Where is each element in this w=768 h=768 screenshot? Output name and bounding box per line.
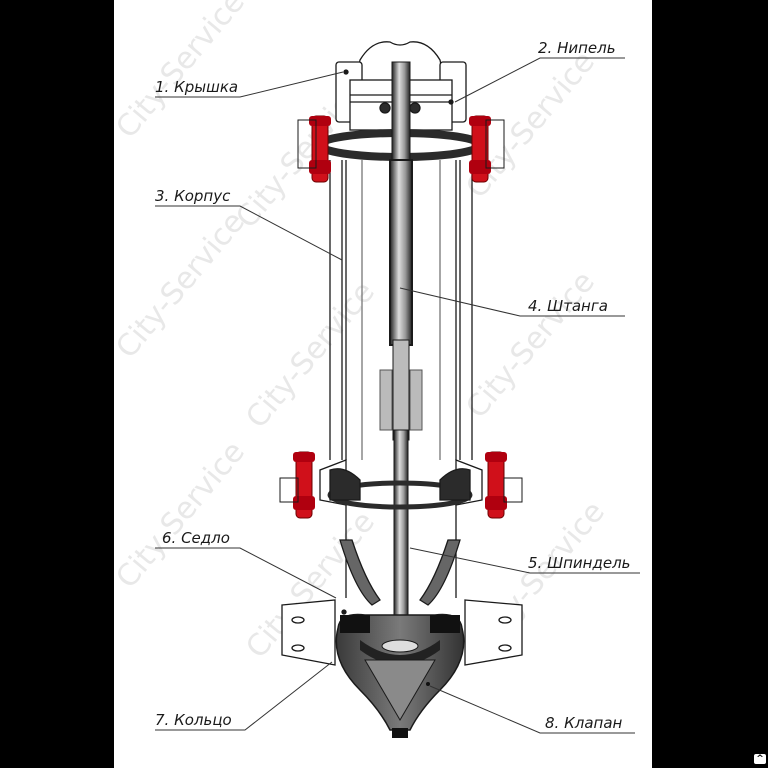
label-rod: 4. Штанга xyxy=(528,297,608,315)
label-valve: 8. Клапан xyxy=(545,714,623,732)
label-ring: 7. Кольцо xyxy=(155,711,232,729)
leader-lines xyxy=(155,57,640,734)
watermark: City-Service xyxy=(109,435,252,595)
base-flange xyxy=(281,599,523,666)
watermark: City-Service xyxy=(109,0,252,145)
watermark: City-Service xyxy=(239,275,382,435)
part-labels: 1. Крышка 2. Нипель 3. Корпус 4. Штанга … xyxy=(155,39,631,732)
label-cap: 1. Крышка xyxy=(155,78,238,96)
bolt xyxy=(309,115,331,183)
lower-bolts xyxy=(279,451,523,519)
bolt xyxy=(469,115,491,183)
bolt xyxy=(293,451,315,519)
caret-up-icon: ^ xyxy=(754,754,766,764)
label-spindle: 5. Шпиндель xyxy=(528,554,631,572)
middle-flange xyxy=(319,459,483,510)
watermark: City-Service xyxy=(459,265,602,425)
upper-bolts xyxy=(297,115,505,183)
label-nipple: 2. Нипель xyxy=(538,39,616,57)
label-seat: 6. Седло xyxy=(162,529,230,547)
watermark: City-Service xyxy=(109,205,252,365)
valve xyxy=(335,613,465,738)
label-body: 3. Корпус xyxy=(155,187,231,205)
bolt xyxy=(485,451,507,519)
body-tube xyxy=(329,160,473,598)
rod xyxy=(379,61,423,641)
